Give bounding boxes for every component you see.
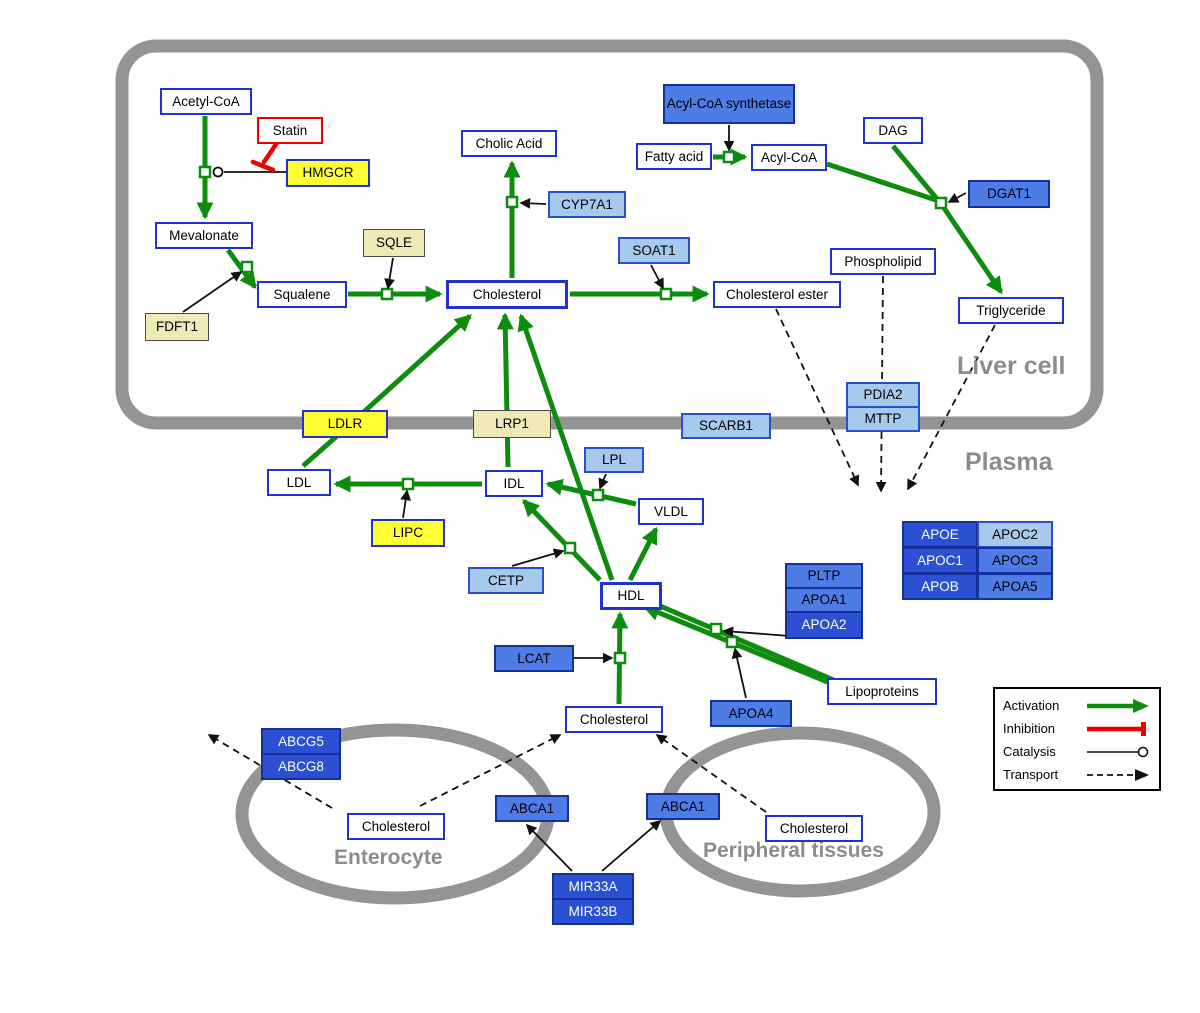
node-cholic-acid[interactable]: Cholic Acid xyxy=(461,130,557,157)
catalysis-circle-symbol xyxy=(1087,746,1149,757)
node-lcat[interactable]: LCAT xyxy=(494,645,574,672)
node-acyl-coa[interactable]: Acyl-CoA xyxy=(751,144,827,171)
legend-activation-label: Activation xyxy=(1003,698,1060,713)
node-abcg8[interactable]: ABCG8 xyxy=(261,753,341,780)
node-dag[interactable]: DAG xyxy=(863,117,923,144)
node-apoa2[interactable]: APOA2 xyxy=(785,611,863,639)
legend-row-inhibition: Inhibition xyxy=(1003,717,1151,740)
node-abca1-peripheral[interactable]: ABCA1 xyxy=(646,793,720,820)
node-apoc3[interactable]: APOC3 xyxy=(977,547,1053,574)
node-hdl[interactable]: HDL xyxy=(600,582,662,610)
node-apoe[interactable]: APOE xyxy=(902,521,978,548)
node-lipoproteins[interactable]: Lipoproteins xyxy=(827,678,937,705)
node-acyl-coa-synthetase[interactable]: Acyl-CoA synthetase xyxy=(663,84,795,124)
legend-row-transport: Transport xyxy=(1003,763,1151,786)
node-lrp1[interactable]: LRP1 xyxy=(473,410,551,438)
node-apob[interactable]: APOB xyxy=(902,573,978,600)
node-apoa5[interactable]: APOA5 xyxy=(977,573,1053,600)
legend-transport-label: Transport xyxy=(1003,767,1059,782)
node-scarb1[interactable]: SCARB1 xyxy=(681,413,771,439)
node-ldlr[interactable]: LDLR xyxy=(302,410,388,438)
node-soat1[interactable]: SOAT1 xyxy=(618,237,690,264)
transport-edges xyxy=(207,275,996,813)
region-label-plasma: Plasma xyxy=(965,448,1053,476)
node-ldl[interactable]: LDL xyxy=(267,469,331,496)
node-hmgcr[interactable]: HMGCR xyxy=(286,159,370,187)
node-mir33b[interactable]: MIR33B xyxy=(552,898,634,925)
node-phospholipid[interactable]: Phospholipid xyxy=(830,248,936,275)
legend-inhibition-label: Inhibition xyxy=(1003,721,1056,736)
node-apoc2[interactable]: APOC2 xyxy=(977,521,1053,548)
legend-catalysis-label: Catalysis xyxy=(1003,744,1056,759)
node-fdft1[interactable]: FDFT1 xyxy=(145,313,209,341)
node-apoa4[interactable]: APOA4 xyxy=(710,700,792,727)
node-sqle[interactable]: SQLE xyxy=(363,229,425,257)
region-label-liver-cell: Liver cell xyxy=(957,352,1066,380)
node-vldl[interactable]: VLDL xyxy=(638,498,704,525)
node-mevalonate[interactable]: Mevalonate xyxy=(155,222,253,249)
node-lipc[interactable]: LIPC xyxy=(371,519,445,547)
legend-box: Activation Inhibition Catalysis Transpor… xyxy=(993,687,1161,791)
node-dgat1[interactable]: DGAT1 xyxy=(968,180,1050,208)
node-mttp[interactable]: MTTP xyxy=(846,406,920,432)
node-apoa1[interactable]: APOA1 xyxy=(785,587,863,613)
node-fatty-acid[interactable]: Fatty acid xyxy=(636,143,712,170)
node-abcg5[interactable]: ABCG5 xyxy=(261,728,341,755)
node-pltp[interactable]: PLTP xyxy=(785,563,863,589)
node-cholesterol-ester[interactable]: Cholesterol ester xyxy=(713,281,841,308)
node-idl[interactable]: IDL xyxy=(485,470,543,497)
node-squalene[interactable]: Squalene xyxy=(257,281,347,308)
node-cholesterol-liver[interactable]: Cholesterol xyxy=(446,280,568,309)
inhibition-bar-symbol xyxy=(1087,721,1146,736)
region-label-peripheral-tissues: Peripheral tissues xyxy=(703,839,884,862)
node-mir33a[interactable]: MIR33A xyxy=(552,873,634,900)
legend-row-activation: Activation xyxy=(1003,694,1151,717)
liver-cell-membrane xyxy=(115,39,1104,430)
activation-arrow-symbol xyxy=(1087,698,1149,713)
node-cyp7a1[interactable]: CYP7A1 xyxy=(548,191,626,218)
legend-row-catalysis: Catalysis xyxy=(1003,740,1151,763)
node-statin[interactable]: Statin xyxy=(257,117,323,144)
node-triglyceride[interactable]: Triglyceride xyxy=(958,297,1064,324)
node-cholesterol-enterocyte[interactable]: Cholesterol xyxy=(347,813,445,840)
transport-dashed-arrow-symbol xyxy=(1087,768,1149,781)
node-cholesterol-plasma[interactable]: Cholesterol xyxy=(565,706,663,733)
node-acetyl-coa[interactable]: Acetyl-CoA xyxy=(160,88,252,115)
node-abca1-enterocyte[interactable]: ABCA1 xyxy=(495,795,569,822)
node-lpl[interactable]: LPL xyxy=(584,447,644,473)
reaction-node-squares xyxy=(198,150,948,665)
node-cholesterol-peripheral[interactable]: Cholesterol xyxy=(765,815,863,842)
node-apoc1[interactable]: APOC1 xyxy=(902,547,978,574)
node-pdia2[interactable]: PDIA2 xyxy=(846,382,920,408)
node-cetp[interactable]: CETP xyxy=(468,567,544,594)
region-label-enterocyte: Enterocyte xyxy=(334,846,443,869)
